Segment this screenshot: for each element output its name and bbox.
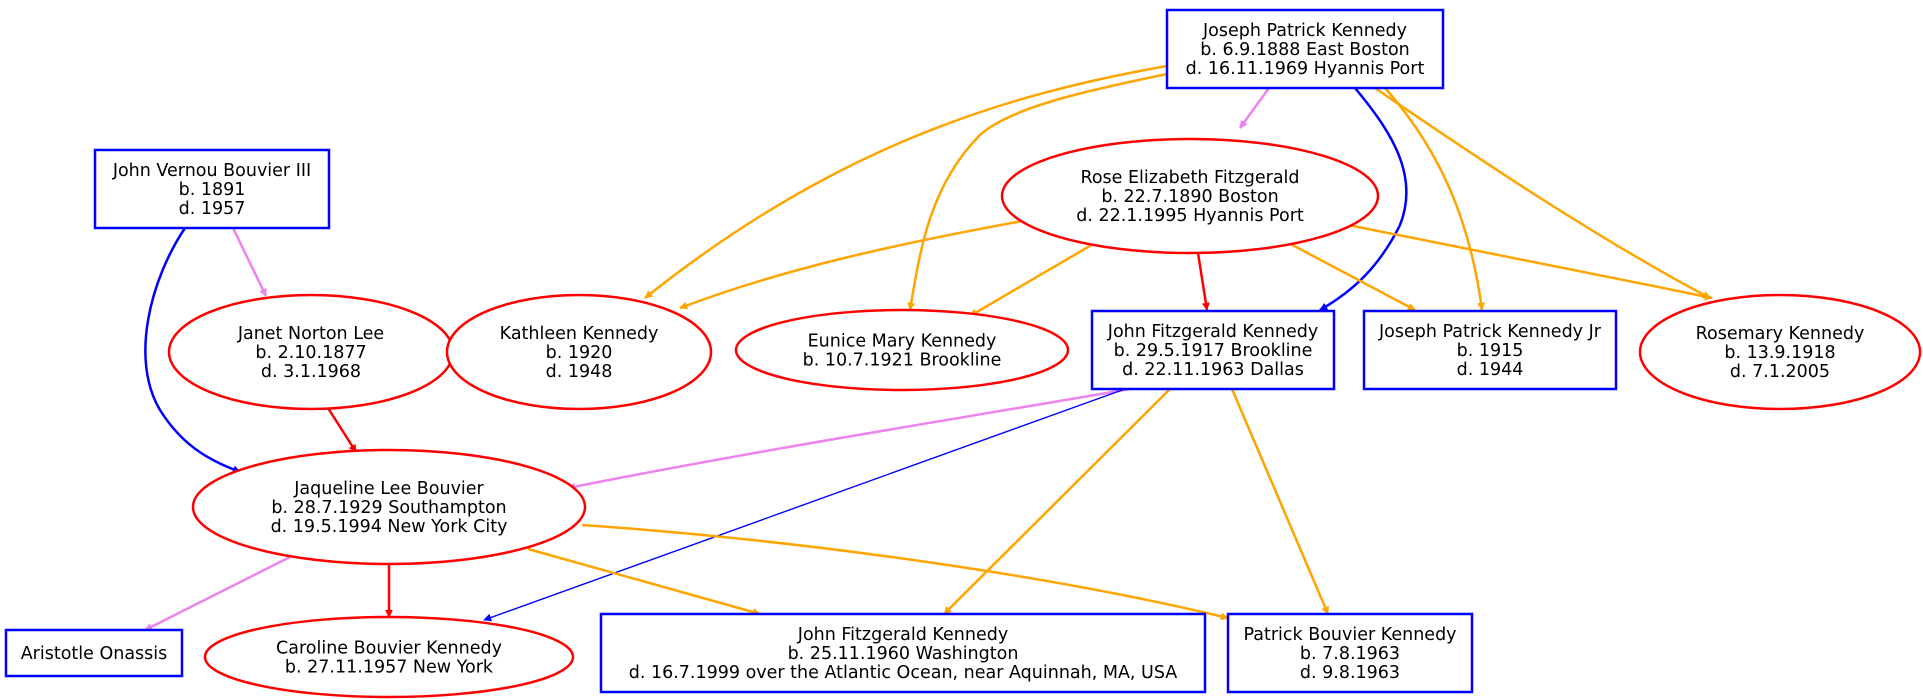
node-ellipse [191, 448, 587, 566]
node-detail-label: d. 1944 [1457, 360, 1524, 380]
node-name-label: Rose Elizabeth Fitzgerald [1080, 168, 1299, 188]
node-name-label: John Fitzgerald Kennedy [797, 625, 1008, 645]
edge-john-vernou-bouvier-iii-to-janet-norton-lee [231, 227, 268, 297]
edge-joseph-patrick-kennedy-to-john-fitzgerald-kennedy [1319, 87, 1408, 312]
node-ellipse [445, 293, 713, 411]
node-name-label: John Fitzgerald Kennedy [1107, 322, 1318, 342]
node-name-label: Kathleen Kennedy [500, 324, 659, 344]
node-detail-label: b. 2.10.1877 [255, 343, 366, 363]
edge-jaqueline-lee-bouvier-to-john-fitzgerald-kennedy-jr [527, 547, 761, 616]
edge-rose-elizabeth-fitzgerald-to-kathleen-kennedy [679, 218, 1029, 310]
edge-joseph-patrick-kennedy-to-rosemary-kennedy [1374, 86, 1711, 300]
edge-rose-elizabeth-fitzgerald-to-eunice-mary-kennedy [969, 238, 1101, 318]
node-detail-label: d. 19.5.1994 New York City [271, 517, 508, 537]
node-detail-label: b. 29.5.1917 Brookline [1114, 341, 1313, 361]
node-detail-label: d. 22.1.1995 Hyannis Port [1076, 206, 1304, 226]
node-detail-label: b. 27.11.1957 New York [285, 658, 494, 678]
node-detail-label: d. 16.7.1999 over the Atlantic Ocean, ne… [629, 663, 1178, 683]
node-name-label: Janet Norton Lee [237, 324, 384, 344]
edge-jaqueline-lee-bouvier-to-patrick-bouvier-kennedy [581, 523, 1229, 621]
node-detail-label: d. 16.11.1969 Hyannis Port [1186, 59, 1425, 79]
node-detail-label: d. 7.1.2005 [1730, 362, 1830, 382]
node-detail-label: b. 13.9.1918 [1724, 343, 1835, 363]
node-detail-label: b. 1915 [1457, 341, 1524, 361]
node-ellipse [1000, 137, 1380, 255]
node-box [93, 148, 331, 230]
node-box [1090, 309, 1336, 391]
edge-john-fitzgerald-kennedy-to-jaqueline-lee-bouvier [567, 387, 1131, 491]
node-box [599, 612, 1207, 694]
node-name-label: Rosemary Kennedy [1696, 324, 1865, 344]
edge-joseph-patrick-kennedy-to-eunice-mary-kennedy [907, 72, 1168, 311]
node-name-label: Eunice Mary Kennedy [808, 332, 997, 352]
node-box [1165, 8, 1445, 90]
edge-joseph-patrick-kennedy-to-kathleen-kennedy [644, 64, 1168, 299]
node-detail-label: d. 1948 [546, 362, 613, 382]
node-detail-label: d. 9.8.1963 [1300, 663, 1400, 683]
node-detail-label: b. 10.7.1921 Brookline [803, 351, 1002, 371]
node-name-label: John Vernou Bouvier III [112, 161, 311, 181]
node-detail-label: b. 25.11.1960 Washington [788, 644, 1019, 664]
node-name-label: Jaqueline Lee Bouvier [293, 479, 484, 499]
edges-layer [144, 64, 1713, 632]
node-ellipse [203, 615, 575, 699]
edge-john-vernou-bouvier-iii-to-jaqueline-lee-bouvier [144, 227, 241, 474]
node-aristotle-onassis[interactable]: Aristotle Onassis [4, 628, 184, 678]
node-detail-label: b. 1920 [546, 343, 613, 363]
node-name-label: Patrick Bouvier Kennedy [1243, 625, 1456, 645]
node-detail-label: d. 3.1.1968 [261, 362, 361, 382]
edge-joseph-patrick-kennedy-to-rose-elizabeth-fitzgerald [1238, 87, 1271, 129]
node-box [1362, 309, 1618, 391]
node-detail-label: b. 28.7.1929 Southampton [271, 498, 506, 518]
edge-rose-elizabeth-fitzgerald-to-joseph-patrick-kennedy-jr [1282, 238, 1416, 312]
node-detail-label: d. 22.11.1963 Dallas [1122, 360, 1304, 380]
node-name-label: Aristotle Onassis [21, 644, 168, 664]
node-detail-label: b. 1891 [179, 180, 246, 200]
node-detail-label: d. 1957 [179, 199, 246, 219]
edge-janet-norton-lee-to-jaqueline-lee-bouvier [326, 407, 358, 453]
node-ellipse [734, 308, 1070, 392]
edge-joseph-patrick-kennedy-to-joseph-patrick-kennedy-jr [1384, 87, 1486, 311]
node-ellipse [1638, 293, 1922, 411]
node-name-label: Joseph Patrick Kennedy [1202, 21, 1407, 41]
node-box [4, 628, 184, 678]
edge-john-fitzgerald-kennedy-to-john-fitzgerald-kennedy-jr [943, 388, 1171, 615]
edge-john-fitzgerald-kennedy-to-caroline-bouvier-kennedy [483, 388, 1126, 622]
node-detail-label: b. 6.9.1888 East Boston [1200, 40, 1410, 60]
edge-rose-elizabeth-fitzgerald-to-rosemary-kennedy [1347, 223, 1713, 301]
node-box [1226, 612, 1474, 694]
node-detail-label: b. 22.7.1890 Boston [1101, 187, 1278, 207]
node-detail-label: b. 7.8.1963 [1300, 644, 1400, 664]
edge-jaqueline-lee-bouvier-to-aristotle-onassis [144, 555, 291, 632]
edge-rose-elizabeth-fitzgerald-to-john-fitzgerald-kennedy [1196, 252, 1210, 311]
node-name-label: Caroline Bouvier Kennedy [276, 639, 502, 659]
node-name-label: Joseph Patrick Kennedy Jr [1378, 322, 1602, 342]
edge-john-fitzgerald-kennedy-to-patrick-bouvier-kennedy [1230, 388, 1330, 615]
